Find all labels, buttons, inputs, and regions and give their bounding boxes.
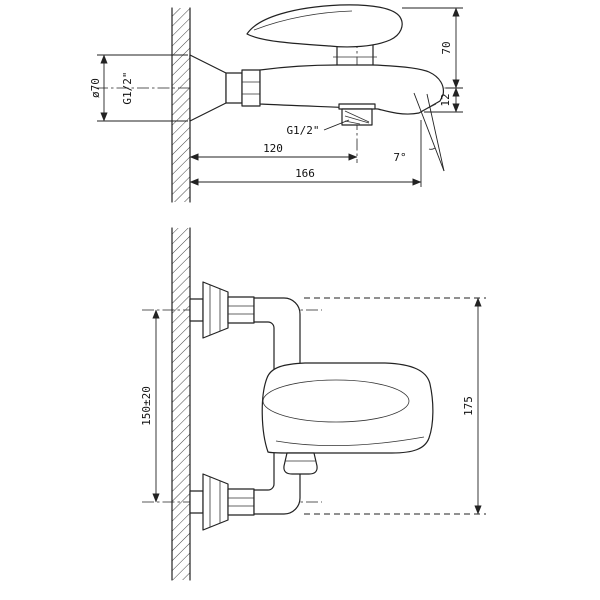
- spout-front: [283, 452, 318, 475]
- dim-overall-height: 175: [462, 396, 475, 416]
- side-view: 70 12 ø70 G1/2" G1/2" 120 166: [89, 4, 464, 203]
- dim-overall-166: 166: [295, 167, 315, 180]
- bottom-thread-stub: [338, 103, 376, 126]
- dimensions-side: 70 12 ø70 G1/2" G1/2" 120 166: [89, 7, 463, 187]
- handle-contour-line: [253, 10, 353, 31]
- escutcheon-side: [189, 54, 227, 122]
- spout-angle: 7°: [393, 92, 445, 172]
- dim-drop-12: 12: [439, 93, 452, 106]
- lever-handle-front: [261, 362, 434, 454]
- label-wall-thread: G1/2": [121, 71, 134, 104]
- cartridge-neck: [333, 44, 377, 66]
- dim-angle-7: 7°: [393, 151, 406, 164]
- dimensions-front: 150±20 175: [140, 297, 486, 515]
- faucet-side: [189, 4, 445, 126]
- dim-mount-span: 150±20: [140, 386, 153, 426]
- dim-center-120: 120: [263, 142, 283, 155]
- hex-nut-side: [241, 69, 261, 107]
- label-bottom-thread: G1/2": [286, 124, 319, 137]
- aerator-line: [421, 103, 437, 112]
- dim-escutcheon-dia: ø70: [89, 78, 102, 98]
- lever-top-ellipse: [262, 379, 410, 423]
- handle-bottom-curve: [275, 436, 425, 447]
- wall-section-front: [171, 227, 191, 581]
- wall-section-side: [171, 7, 191, 203]
- dim-height-70: 70: [440, 41, 453, 54]
- front-view: 150±20 175: [140, 227, 486, 581]
- escutcheon-collar: [225, 72, 243, 104]
- lever-handle-side: [246, 4, 403, 48]
- upper-wall-union: [189, 281, 255, 339]
- lower-wall-union: [189, 473, 255, 531]
